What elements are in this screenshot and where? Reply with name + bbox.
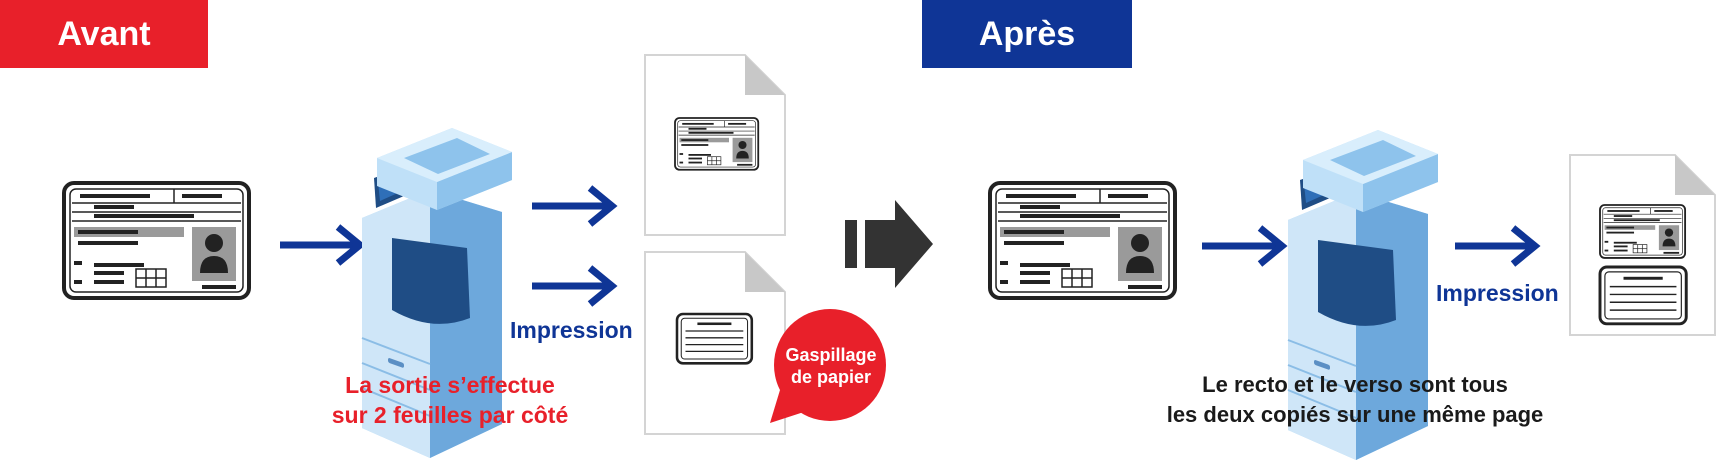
waste-label: Gaspillage de papier xyxy=(766,344,896,388)
arrow-right-icon xyxy=(532,264,622,308)
arrow-right-icon xyxy=(1202,224,1292,268)
waste-line-1: Gaspillage xyxy=(785,345,877,365)
before-tag: Avant xyxy=(0,0,208,68)
before-caption-line-2: sur 2 feuilles par côté xyxy=(331,402,569,428)
after-caption-line-1: Le recto et le verso sont tous xyxy=(1202,372,1508,397)
before-id-card-icon xyxy=(62,181,251,300)
after-id-card-icon xyxy=(988,181,1177,300)
after-caption: Le recto et le verso sont tous les deux … xyxy=(1145,370,1565,430)
arrow-right-icon xyxy=(1455,224,1545,268)
after-caption-line-2: les deux copiés sur une même page xyxy=(1166,402,1544,427)
combined-page-icon xyxy=(1569,154,1716,336)
waste-line-2: de papier xyxy=(790,367,872,387)
front-page-icon xyxy=(644,54,786,236)
transition-arrow-icon xyxy=(845,200,933,288)
arrow-right-icon xyxy=(280,223,370,267)
speech-bubble-icon xyxy=(770,309,886,423)
after-print-label: Impression xyxy=(1436,280,1559,306)
before-caption: La sortie s’effectue sur 2 feuilles par … xyxy=(300,370,600,430)
after-tag: Après xyxy=(922,0,1132,68)
before-print-label: Impression xyxy=(510,317,633,343)
before-tag-label: Avant xyxy=(57,14,151,53)
arrow-right-icon xyxy=(532,184,622,228)
before-caption-line-1: La sortie s’effectue xyxy=(345,372,555,398)
after-tag-label: Après xyxy=(978,14,1076,53)
